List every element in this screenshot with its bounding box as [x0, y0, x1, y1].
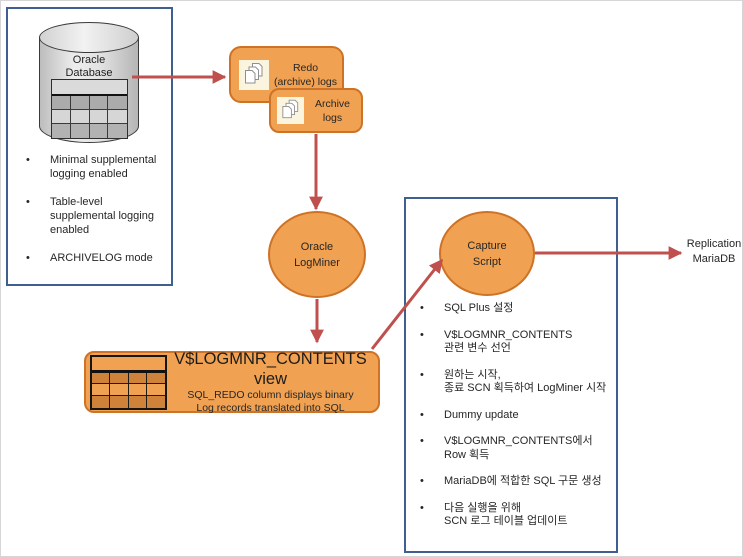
contents-subtitle-2: Log records translated into SQL	[196, 402, 345, 414]
documents-icon	[277, 97, 304, 124]
oracle-logminer-circle: Oracle LogMiner	[268, 211, 366, 298]
oracle-database-label: Oracle Database	[65, 54, 113, 79]
redo-logs-box: Redo (archive) logs	[229, 46, 344, 103]
redo-logs-label: Redo (archive) logs	[273, 61, 338, 88]
contents-text: V$LOGMNR_CONTENTS view SQL_REDO column d…	[167, 349, 378, 415]
contents-title: V$LOGMNR_CONTENTS view	[174, 350, 367, 388]
contents-subtitle-1: SQL_REDO column displays binary	[187, 389, 354, 401]
replication-mariadb-label: Replication MariaDB	[686, 238, 742, 265]
database-cylinder-icon: Oracle Database	[39, 22, 140, 146]
list-item: 원하는 시작, 종료 SCN 획득하여 LogMiner 시작	[418, 369, 614, 396]
table-grid-icon	[51, 79, 128, 139]
logmnr-contents-box: V$LOGMNR_CONTENTS view SQL_REDO column d…	[84, 349, 380, 415]
cylinder-top	[39, 22, 139, 53]
oracle-database-panel: Oracle Database Minimal supplemental log…	[6, 7, 173, 286]
db-config-list: Minimal supplemental logging enabled Tab…	[24, 153, 172, 279]
table-cells	[92, 372, 165, 408]
table-header-row	[52, 80, 127, 96]
capture-steps-list: SQL Plus 설정 V$LOGMNR_CONTENTS 관련 변수 선언 원…	[418, 302, 614, 542]
table-grid-icon	[90, 354, 167, 410]
list-item: Dummy update	[418, 409, 614, 423]
list-item: V$LOGMNR_CONTENTS에서 Row 획득	[418, 435, 614, 462]
table-cells	[52, 96, 127, 138]
list-item: ARCHIVELOG mode	[24, 251, 172, 265]
list-item: MariaDB에 적합한 SQL 구문 생성	[418, 475, 614, 489]
archive-logs-label: Archive logs	[314, 97, 350, 124]
table-header-row	[92, 357, 165, 373]
list-item: 다음 실행을 위해 SCN 로그 테이블 업데이트	[418, 502, 614, 529]
archive-logs-box: Archive logs	[269, 88, 363, 133]
capture-script-circle: Capture Script	[439, 211, 535, 296]
documents-icon	[239, 59, 269, 90]
list-item: V$LOGMNR_CONTENTS 관련 변수 선언	[418, 329, 614, 356]
list-item: Minimal supplemental logging enabled	[24, 153, 172, 181]
list-item: SQL Plus 설정	[418, 302, 614, 316]
list-item: Table-level supplemental logging enabled	[24, 195, 172, 237]
